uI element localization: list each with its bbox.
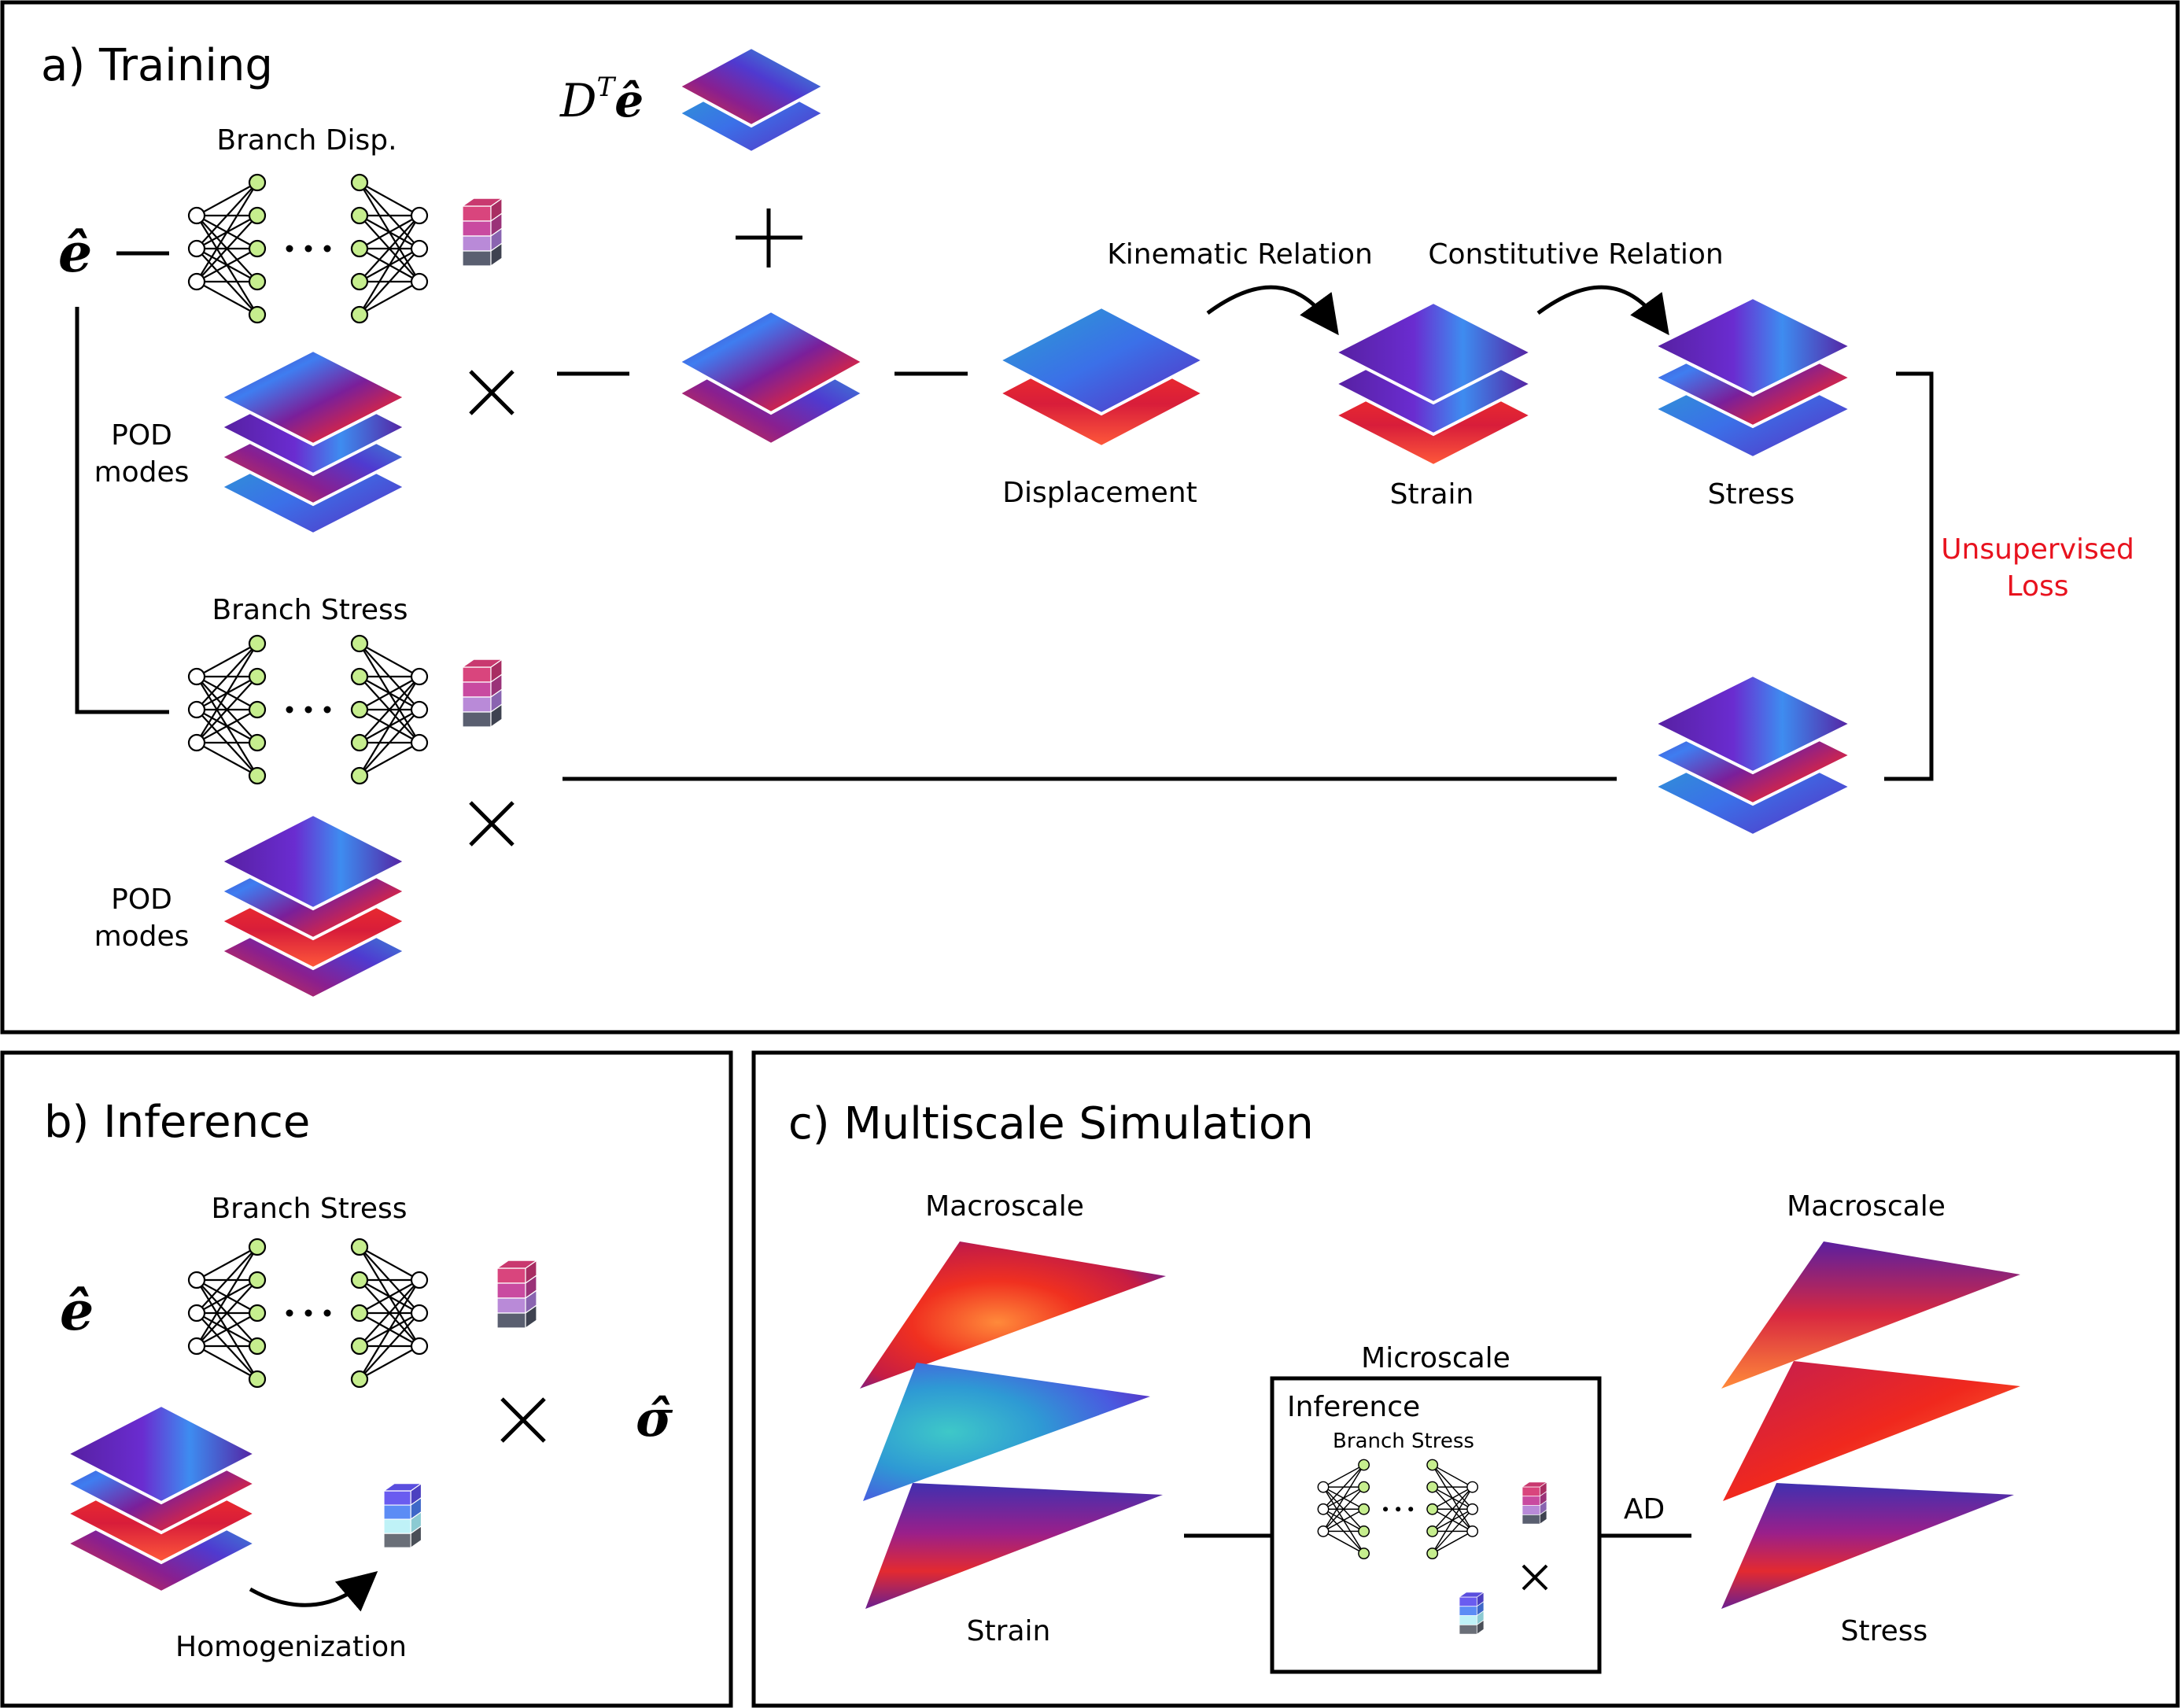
homogenization-label: Homogenization [175,1631,407,1663]
pod-modes-label-1a: POD [111,419,172,452]
macro-stress-field-1 [1721,1241,2020,1389]
inference-branch-stress-label: Branch Stress [211,1193,407,1225]
branch-disp-label: Branch Disp. [216,124,397,157]
microscale-coefficient-stack-blue [1458,1592,1485,1635]
loss-bracket [1884,371,1934,781]
macro-strain-field-1 [860,1241,1166,1389]
macro-stress-field-2 [1723,1361,2020,1501]
branch-stress-label: Branch Stress [212,594,408,626]
microscale-coefficient-stack-pink [1521,1481,1548,1525]
inference-e-hat-symbol: ê [60,1280,94,1343]
kinematic-relation-label: Kinematic Relation [1107,238,1373,271]
constitutive-arrow [1536,285,1669,336]
displacement-sum-stack [675,308,867,447]
multiply-icon-microscale [1522,1564,1548,1591]
plus-icon [736,208,802,267]
panel-b-frame [0,1050,733,1708]
displacement-stack [995,304,1208,449]
connector-e-to-branch-stress [75,307,169,714]
macro-strain-label: Strain [967,1615,1051,1647]
neural-net-branch-disp [187,173,429,324]
homogenization-arrow [249,1570,378,1612]
ad-label: AD [1624,1493,1665,1525]
kinematic-arrow [1206,285,1339,336]
pod-modes-label-2b: modes [94,920,190,953]
microscale-box [1270,1376,1602,1674]
unsupervised-loss-label-1: Unsupervised [1941,533,2134,566]
microscale-label: Microscale [1361,1342,1511,1374]
inference-pod-modes-stack [63,1403,260,1595]
pod-modes-stress-stack [217,812,409,1001]
panel-a-frame [0,0,2180,1035]
panel-b-title: b) Inference [44,1097,310,1148]
predicted-stress-stack [1651,673,1855,838]
constitutive-relation-label: Constitutive Relation [1428,238,1723,271]
macroscale-left-label: Macroscale [925,1190,1084,1223]
multiply-icon-inference [500,1397,546,1443]
input-e-hat-symbol: ê [58,222,92,285]
panel-a-title: a) Training [41,40,273,91]
displacement-label: Displacement [1002,477,1197,509]
macro-stress-label: Stress [1841,1615,1928,1647]
strain-label: Strain [1390,478,1474,511]
dte-label: DTê [559,72,644,127]
dte-field-stack [675,45,828,155]
macroscale-right-label: Macroscale [1787,1190,1946,1223]
stress-label: Stress [1708,478,1795,511]
strain-stack [1331,300,1536,468]
neural-net-inference [187,1238,429,1389]
homogenized-coefficient-stack [382,1482,423,1549]
stress-stack [1651,295,1855,460]
panel-c-title: c) Multiscale Simulation [788,1098,1314,1149]
panel-c-frame [751,1050,2180,1708]
microscale-inference-label: Inference [1287,1391,1420,1423]
sigma-hat-symbol: σ̂ [636,1389,673,1448]
neural-net-branch-stress [187,634,429,785]
coefficient-stack-disp [461,197,504,267]
multiply-icon-stress [469,801,515,847]
pod-modes-label-2a: POD [111,884,172,916]
pod-modes-disp-stack [217,348,409,537]
neural-net-microscale [1317,1459,1479,1559]
macro-strain-field-3 [865,1483,1163,1609]
multiply-icon-disp [469,370,515,415]
macro-stress-field-3 [1721,1483,2014,1609]
coefficient-stack-stress [461,658,504,729]
macro-strain-field-2 [863,1363,1150,1501]
microscale-branch-stress-label: Branch Stress [1333,1429,1474,1453]
pod-modes-label-1b: modes [94,456,190,489]
unsupervised-loss-label-2: Loss [2007,570,2069,603]
coefficient-stack-inference [496,1260,538,1330]
